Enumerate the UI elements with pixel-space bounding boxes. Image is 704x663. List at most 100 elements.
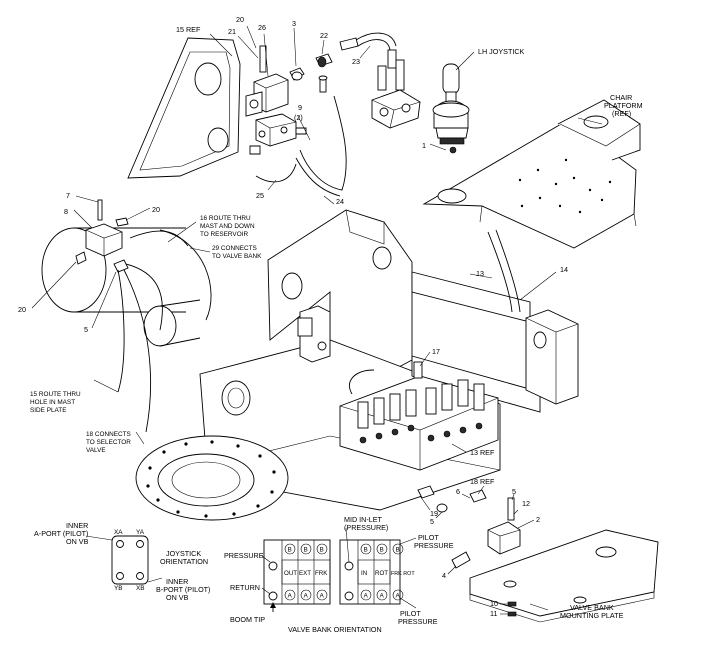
callout-11: 11 — [490, 609, 497, 618]
selector-block-8 — [75, 199, 129, 273]
valve-bank-assembly — [339, 361, 499, 471]
vb-orientation-label: VALVE BANK ORIENTATION — [288, 625, 382, 634]
mast-cylinder — [41, 227, 212, 347]
vb-pilot-bot-1: PILOT — [400, 609, 421, 618]
legend-orient-1: JOYSTICK — [166, 549, 201, 558]
leader-lines — [31, 25, 603, 615]
vb-pilot-top-2: PRESSURE — [414, 541, 454, 550]
callout-labels: 15 REF 20 21 26 3 22 23 9 (2) 25 24 LH J… — [18, 15, 643, 620]
port-a-3: A — [320, 592, 325, 599]
chair-platform — [422, 99, 641, 249]
note-18-line3: VALVE — [86, 447, 106, 454]
callout-15-ref: 15 REF — [176, 25, 201, 34]
callout-vbm-2: MOUNTING PLATE — [560, 611, 624, 620]
callout-2: 2 — [536, 515, 540, 524]
legend-xa: XA — [114, 529, 123, 536]
vb-pilot-top-1: PILOT — [418, 533, 439, 542]
callout-4: 4 — [442, 571, 446, 580]
callout-chair-1: CHAIR — [610, 93, 632, 102]
port-a-5: A — [380, 592, 385, 599]
note-15-line1: 15 ROUTE THRU — [30, 391, 81, 398]
legend-inner-b-2: B-PORT (PILOT) — [156, 585, 210, 594]
callout-21: 21 — [228, 27, 236, 36]
hose-25 — [255, 163, 297, 183]
section-frk: FRK — [315, 570, 328, 577]
section-in: IN — [361, 570, 367, 577]
fitting-22 — [315, 53, 333, 68]
note-15-line2: HOLE IN MAST — [30, 399, 75, 406]
section-frk-rot: FRK ROT — [391, 571, 415, 577]
valve-bank-orientation: B B B B B B A A A A A A OUT EXT FRK IN R… — [224, 515, 454, 634]
hose-23 — [339, 32, 397, 69]
callout-9: 9 — [298, 103, 302, 112]
callout-13-ref: 13 REF — [470, 448, 495, 457]
legend-inner-a-2: A-PORT (PILOT) — [34, 529, 88, 538]
note-29-line2: TO VALVE BANK — [212, 253, 262, 260]
callout-20: 20 — [236, 15, 244, 24]
hose-24 — [295, 95, 347, 197]
joystick-orientation-legend: INNER A-PORT (PILOT) ON VB XA YA YB XB J… — [34, 521, 210, 602]
callout-1: 1 — [422, 141, 426, 150]
callout-vbm-1: VALVE BANK — [570, 603, 614, 612]
lh-joystick — [432, 63, 470, 154]
callout-18-ref: 18 REF — [470, 477, 495, 486]
note-16-line2: MAST AND DOWN — [200, 223, 255, 230]
vb-mid-inlet-1: MID IN-LET — [344, 515, 383, 524]
vb-pressure-label: PRESSURE — [224, 551, 264, 560]
callout-23: 23 — [352, 57, 360, 66]
note-16-line1: 16 ROUTE THRU — [200, 215, 251, 222]
port-a-2: A — [304, 592, 309, 599]
port-a-4: A — [364, 592, 369, 599]
base-turntable — [135, 435, 289, 521]
legend-inner-a-3: ON VB — [66, 537, 89, 546]
valve-bank-mounting-plate — [469, 529, 659, 623]
pilot-valve — [371, 59, 421, 129]
callout-20b: 20 — [152, 205, 160, 214]
callout-3: 3 — [292, 19, 296, 28]
callout-6: 6 — [456, 487, 460, 496]
callout-20c: 20 — [18, 305, 26, 314]
vb-mid-inlet-2: (PRESSURE) — [344, 523, 388, 532]
callout-17: 17 — [432, 347, 440, 356]
legend-yb: YB — [114, 585, 123, 592]
legend-orient-2: ORIENTATION — [160, 557, 208, 566]
legend-ya: YA — [136, 529, 145, 536]
section-ext: EXT — [299, 570, 311, 577]
legend-inner-a-1: INNER — [66, 521, 88, 530]
callout-lh-joystick: LH JOYSTICK — [478, 47, 525, 56]
port-b-1: B — [288, 546, 292, 553]
callout-chair-3: (REF) — [612, 109, 631, 118]
vb-pilot-bot-2: PRESSURE — [398, 617, 438, 626]
legend-inner-b-1: INNER — [166, 577, 188, 586]
port-b-5: B — [380, 546, 384, 553]
legend-xb: XB — [136, 585, 145, 592]
callout-7: 7 — [66, 191, 70, 200]
callout-chair-2: PLATFORM — [604, 101, 643, 110]
vb-return-label: RETURN — [230, 583, 260, 592]
port-b-3: B — [320, 546, 324, 553]
legend-inner-b-3: ON VB — [166, 593, 189, 602]
port-b-2: B — [304, 546, 308, 553]
callout-13: 13 — [476, 269, 484, 278]
callout-19: 19 — [430, 509, 438, 518]
callout-14: 14 — [560, 265, 568, 274]
callout-5: 5 — [84, 325, 88, 334]
section-out: OUT — [284, 570, 297, 577]
note-15-line3: SIDE PLATE — [30, 407, 66, 414]
section-rot: ROT — [375, 570, 388, 577]
callout-25: 25 — [256, 191, 264, 200]
vb-boom-tip-label: BOOM TIP — [230, 615, 265, 624]
callout-12: 12 — [522, 499, 530, 508]
callout-24: 24 — [336, 197, 344, 206]
selector-valve-block — [245, 45, 307, 155]
callout-8: 8 — [64, 207, 68, 216]
mounting-fittings — [417, 485, 521, 617]
port-a-6: A — [396, 592, 401, 599]
callout-26: 26 — [258, 23, 266, 32]
callout-22: 22 — [320, 31, 328, 40]
note-16-line3: TO RESERVOIR — [200, 231, 248, 238]
hose-15-16-18 — [117, 230, 189, 433]
callout-5b: 5 — [512, 487, 516, 496]
callout-10: 10 — [490, 599, 498, 608]
